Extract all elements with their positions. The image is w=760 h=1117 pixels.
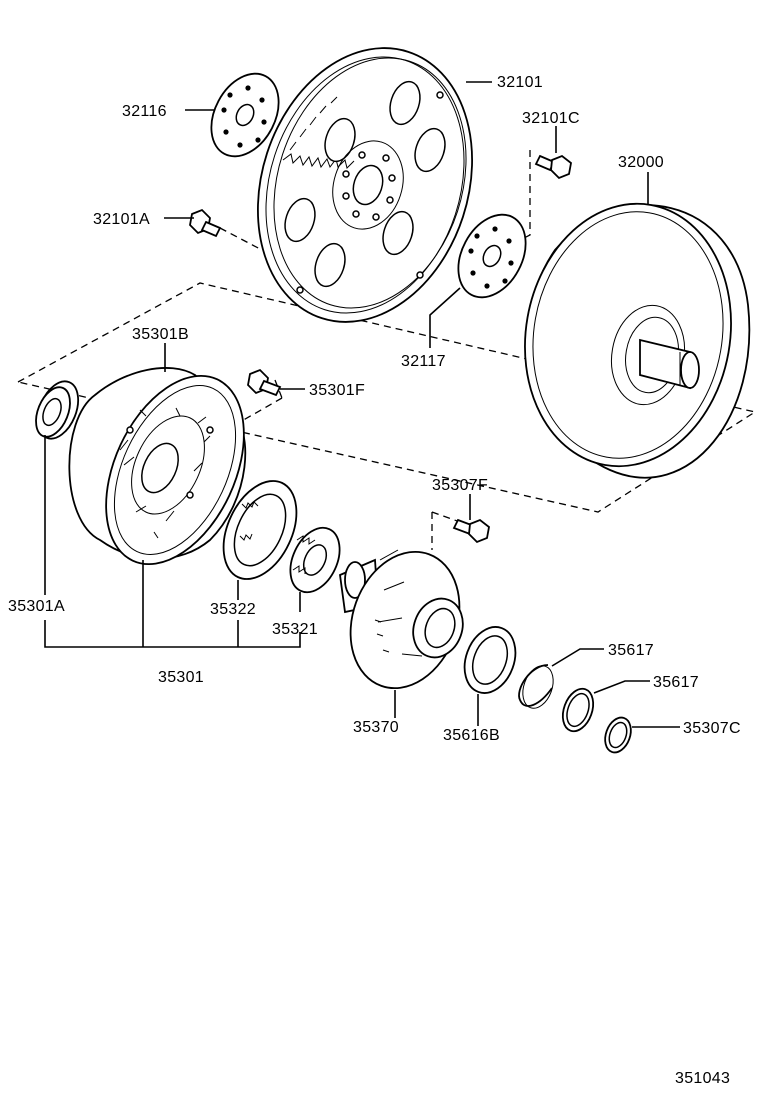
seal-ring-35617-b xyxy=(561,687,595,733)
label-35307F: 35307F xyxy=(432,477,488,494)
stator-shaft-35370 xyxy=(339,549,464,690)
bolt-32101A xyxy=(189,208,222,238)
label-32101C: 32101C xyxy=(522,110,580,127)
drive-gear-35321 xyxy=(289,526,341,594)
label-35301: 35301 xyxy=(158,669,204,686)
bolt-32101C xyxy=(534,154,572,180)
label-35616B: 35616B xyxy=(443,727,500,744)
spacer-plate-32116 xyxy=(210,72,280,158)
label-35370: 35370 xyxy=(353,719,399,736)
leader-lines xyxy=(44,81,680,728)
ring-35307C xyxy=(604,716,632,754)
label-32000: 32000 xyxy=(618,154,664,171)
oil-seal-35301A xyxy=(35,380,80,440)
spacer-plate-32117 xyxy=(457,213,527,299)
part-labels: 32101 32116 32101C 32000 32101A 32117 35… xyxy=(8,74,741,1087)
assembly-dashed-lines xyxy=(17,150,757,550)
label-35307C: 35307C xyxy=(683,720,741,737)
label-35617-b: 35617 xyxy=(653,674,699,691)
label-32101A: 32101A xyxy=(93,211,150,228)
thrust-washer-35616B xyxy=(463,626,517,694)
label-35301F: 35301F xyxy=(309,382,365,399)
bolt-35301F xyxy=(247,368,282,397)
label-35321: 35321 xyxy=(272,621,318,638)
label-35617-a: 35617 xyxy=(608,642,654,659)
diagram-id: 351043 xyxy=(675,1070,730,1087)
bolt-35307F xyxy=(452,518,490,544)
driven-gear-35322 xyxy=(222,480,298,580)
label-32116: 32116 xyxy=(122,103,167,120)
label-32101: 32101 xyxy=(497,74,543,91)
label-32117: 32117 xyxy=(401,353,446,370)
drive-plate-32101 xyxy=(257,47,473,323)
label-35322: 35322 xyxy=(210,601,256,618)
torque-converter-32000 xyxy=(524,202,751,479)
seal-ring-35617-a xyxy=(518,664,554,709)
label-35301A: 35301A xyxy=(8,598,65,615)
oil-pump-body-35301B xyxy=(68,367,247,566)
label-35301B: 35301B xyxy=(132,326,189,343)
